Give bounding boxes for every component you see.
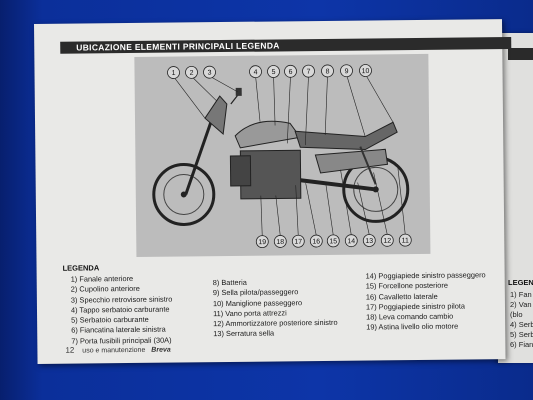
callout-5: 5 (267, 65, 280, 78)
callout-16: 16 (309, 234, 323, 248)
callout-1: 1 (167, 66, 180, 79)
callout-label: 15 (329, 238, 337, 245)
callout-13: 13 (362, 234, 376, 247)
section-title: UBICAZIONE ELEMENTI PRINCIPALI LEGENDA (60, 37, 512, 54)
callout-18: 18 (273, 235, 287, 248)
callout-label: 6 (289, 69, 293, 76)
next-page-line: 6) Fian (510, 340, 533, 349)
callout-7: 7 (302, 64, 315, 78)
callout-label: 18 (276, 239, 284, 246)
motorcycle-diagram: 1 2 3 4 5 6 7 8 9 10 19 18 17 16 15 14 1… (134, 53, 431, 257)
callout-2: 2 (185, 65, 198, 79)
next-page-line: 1) Fan (510, 290, 532, 299)
footer-brand: Breva (151, 346, 171, 354)
callout-label: 1 (172, 70, 176, 77)
legend-item: 19) Astina livello olio motore (366, 322, 459, 333)
next-page-line: 5) Serb (510, 330, 533, 339)
callout-4: 4 (249, 65, 262, 79)
callout-label: 4 (254, 69, 258, 76)
callout-label: 14 (347, 238, 355, 245)
legend-item: 14) Poggiapiede sinistro passeggero (365, 270, 486, 281)
callout-label: 19 (258, 239, 266, 246)
next-page-line: 2) Van (510, 300, 532, 309)
page-footer: 12 uso e manutenzione Breva (65, 345, 170, 355)
legend-column-2: 8) Batteria 9) Sella pilota/passeggero 1… (213, 277, 338, 340)
callout-label: 17 (294, 239, 302, 246)
legend-column-1: 1) Fanale anteriore 2) Cupolino anterior… (71, 274, 173, 347)
callout-label: 16 (312, 239, 320, 246)
callout-label: 5 (272, 69, 276, 76)
callout-6: 6 (284, 64, 297, 78)
footer-section: uso e manutenzione (82, 346, 146, 355)
callout-19: 19 (255, 235, 269, 249)
callout-label: 13 (365, 238, 373, 245)
manual-page: UBICAZIONE ELEMENTI PRINCIPALI LEGENDA (34, 19, 512, 364)
callout-label: 12 (383, 238, 391, 245)
callout-11: 11 (398, 233, 412, 247)
legend-item: 12) Ammortizzatore posteriore sinistro (213, 318, 338, 329)
callout-label: 10 (362, 68, 370, 75)
callout-14: 14 (344, 234, 358, 248)
callout-17: 17 (291, 234, 305, 248)
next-page-line: 4) Serb (510, 320, 533, 329)
callout-label: 7 (307, 69, 311, 76)
callout-15: 15 (326, 234, 340, 248)
callout-9: 9 (340, 64, 353, 78)
callout-10: 10 (359, 64, 372, 77)
callout-12: 12 (380, 233, 394, 247)
callout-label: 3 (208, 70, 212, 77)
callout-label: 9 (345, 68, 349, 75)
next-page-line: (blo (510, 310, 523, 319)
page-number: 12 (65, 345, 75, 355)
callout-8: 8 (321, 64, 334, 78)
motorcycle-illustration: 1 2 3 4 5 6 7 8 9 10 19 18 17 16 15 14 1… (152, 64, 412, 249)
callout-3: 3 (203, 65, 216, 79)
callout-label: 8 (326, 68, 330, 75)
legend-column-3: 14) Poggiapiede sinistro passeggero 15) … (366, 270, 487, 333)
legend-item: 4) Tappo serbatoio carburante (70, 304, 170, 315)
next-page-legend-title: LEGEND (508, 278, 533, 287)
callout-label: 2 (190, 70, 194, 77)
legend-title: LEGENDA (62, 263, 100, 273)
callout-label: 11 (402, 238, 409, 245)
next-page-header-bar (508, 48, 533, 60)
legend-item: 13) Serratura sella (213, 328, 275, 339)
